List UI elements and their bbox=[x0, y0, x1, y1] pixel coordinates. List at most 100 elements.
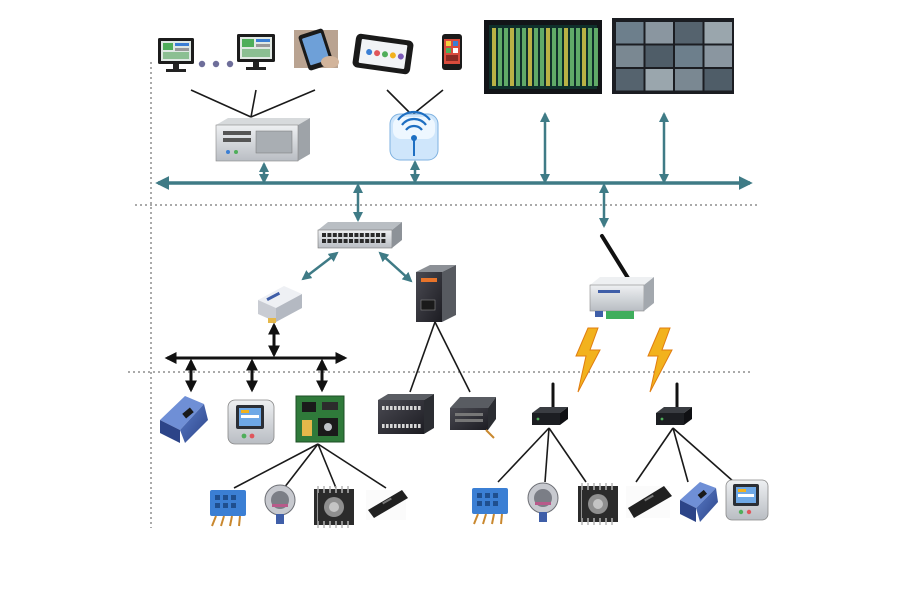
blue-terminal bbox=[160, 396, 208, 443]
control-board bbox=[295, 395, 345, 443]
data-column bbox=[582, 28, 586, 86]
switch-port bbox=[327, 233, 332, 237]
tablet bbox=[352, 33, 414, 75]
switch-port bbox=[332, 233, 337, 237]
switch-port bbox=[359, 239, 364, 243]
plc-indicators bbox=[382, 406, 421, 428]
desktop-monitor-left bbox=[158, 38, 194, 72]
plc-led bbox=[402, 424, 405, 428]
io-module bbox=[450, 397, 496, 439]
switch-port bbox=[381, 233, 386, 237]
data-column bbox=[558, 28, 562, 86]
data-column bbox=[594, 28, 598, 86]
switch-port bbox=[359, 233, 364, 237]
lightning-bolts bbox=[575, 327, 673, 393]
lcd-meter-2 bbox=[725, 479, 769, 521]
wireless-node-right bbox=[656, 382, 692, 425]
ellipsis-dots bbox=[198, 60, 234, 68]
plc-led bbox=[410, 424, 413, 428]
plc-led bbox=[410, 406, 413, 410]
wire-phone-to-ap bbox=[411, 89, 444, 116]
pressure-sensor-1 bbox=[264, 484, 296, 524]
wireless-node-left bbox=[532, 382, 568, 425]
data-column bbox=[552, 28, 556, 86]
wire-tablet-to-ap bbox=[386, 89, 413, 116]
switch-port bbox=[354, 239, 359, 243]
switch-port bbox=[349, 239, 353, 243]
plc-led bbox=[386, 424, 389, 428]
video-tile bbox=[704, 69, 732, 91]
server-wires bbox=[409, 321, 471, 393]
data-column bbox=[504, 28, 508, 86]
smartphone bbox=[442, 34, 462, 70]
plc-led bbox=[406, 406, 409, 410]
plc-led bbox=[394, 424, 397, 428]
plc-led bbox=[402, 406, 405, 410]
video-tile bbox=[616, 45, 644, 67]
switch-port bbox=[354, 233, 359, 237]
switch-port bbox=[343, 233, 348, 237]
video-tile bbox=[645, 45, 673, 67]
video-tile bbox=[616, 22, 644, 44]
main-network-bus bbox=[155, 112, 753, 283]
data-column bbox=[516, 28, 520, 86]
video-tile bbox=[704, 22, 732, 44]
gas-sensor-2 bbox=[578, 483, 618, 525]
data-column bbox=[588, 28, 592, 86]
lightning-icon-right bbox=[647, 327, 673, 393]
smartphone-in-hand bbox=[294, 28, 339, 71]
chip-sensor-1 bbox=[366, 490, 408, 520]
data-column bbox=[534, 28, 538, 86]
switch-port bbox=[322, 239, 326, 243]
gas-sensor-1 bbox=[314, 486, 354, 528]
plc-led bbox=[398, 424, 401, 428]
video-tiles bbox=[616, 22, 732, 91]
plc-led bbox=[414, 406, 417, 410]
plc-led bbox=[382, 424, 385, 428]
video-tile bbox=[675, 22, 703, 44]
server-box bbox=[416, 265, 456, 322]
video-tile bbox=[645, 69, 673, 91]
data-display-wall bbox=[484, 20, 602, 94]
switch-port bbox=[365, 239, 370, 243]
data-column bbox=[492, 28, 496, 86]
switch-port bbox=[327, 239, 332, 243]
switch-port bbox=[376, 239, 380, 243]
switch-port bbox=[370, 239, 375, 243]
wireless-gateway bbox=[589, 234, 654, 319]
video-tile bbox=[675, 45, 703, 67]
switch-port bbox=[343, 239, 348, 243]
lcd-meter bbox=[227, 399, 275, 445]
plc-led bbox=[398, 406, 401, 410]
data-column bbox=[522, 28, 526, 86]
wire-monitors-to-pc-mid bbox=[250, 89, 257, 118]
switch-port bbox=[338, 233, 343, 237]
humidity-sensor-2 bbox=[472, 488, 508, 525]
switch-port bbox=[322, 233, 326, 237]
switch-ports bbox=[322, 233, 386, 243]
plc-led bbox=[418, 424, 421, 428]
plc-led bbox=[390, 424, 393, 428]
wireless-access-point-icon bbox=[389, 110, 439, 161]
desktop-monitor-right bbox=[237, 34, 275, 70]
plc-led bbox=[394, 406, 397, 410]
switch-port bbox=[332, 239, 337, 243]
blue-terminal-2 bbox=[680, 482, 718, 522]
plc-led bbox=[386, 406, 389, 410]
plc-led bbox=[406, 424, 409, 428]
data-columns bbox=[492, 28, 598, 86]
video-tile bbox=[675, 69, 703, 91]
switch-port bbox=[370, 233, 375, 237]
switch-port bbox=[349, 233, 353, 237]
data-column bbox=[570, 28, 574, 86]
switch-port bbox=[381, 239, 386, 243]
video-display-wall bbox=[612, 18, 734, 94]
switch-to-converter-link bbox=[301, 251, 339, 281]
data-column bbox=[540, 28, 544, 86]
client-wires bbox=[190, 89, 444, 118]
video-tile bbox=[704, 45, 732, 67]
industrial-pc bbox=[215, 118, 310, 162]
video-tile bbox=[616, 69, 644, 91]
switch-port bbox=[365, 233, 370, 237]
